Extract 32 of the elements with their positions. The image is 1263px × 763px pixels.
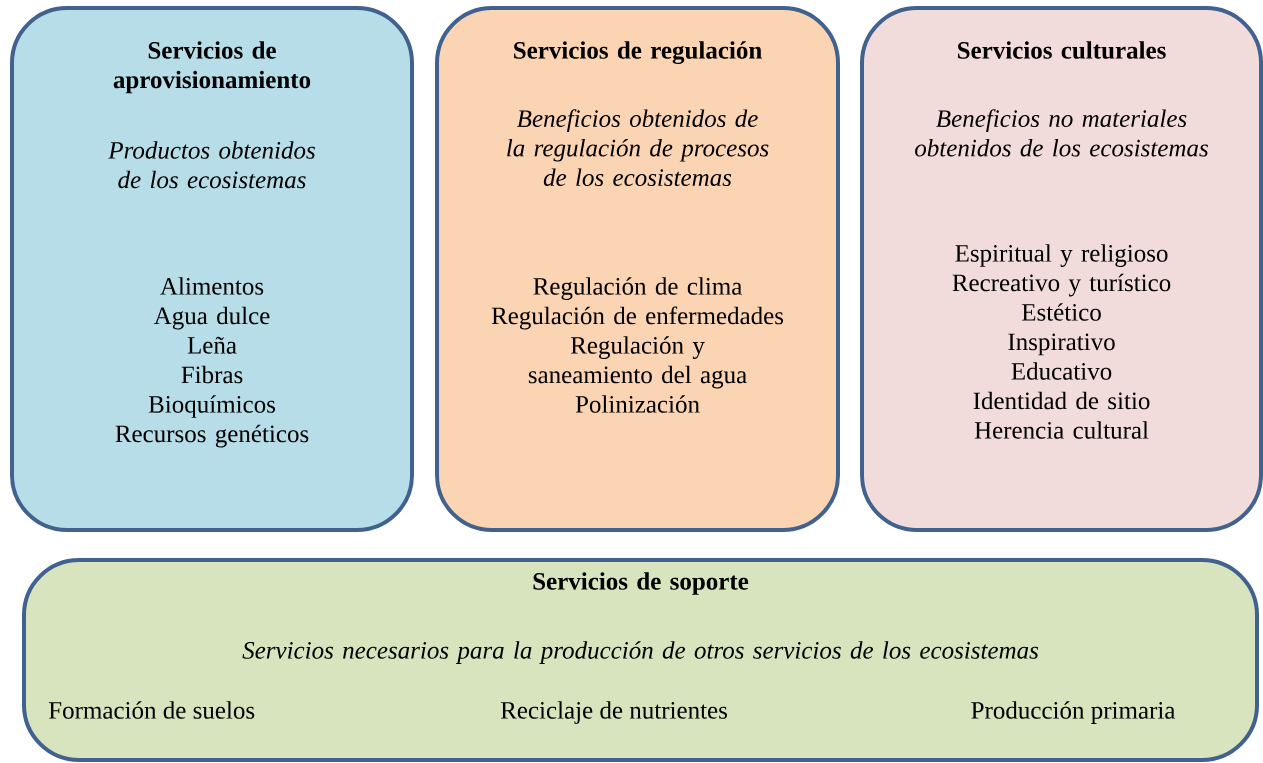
list-item: Herencia cultural xyxy=(974,421,1149,439)
list-item: Bioquímicos xyxy=(148,395,275,418)
box-heading: Servicios de soporte xyxy=(533,572,749,595)
service-box xyxy=(435,6,840,532)
list-item: Alimentos xyxy=(160,277,264,295)
list-item: Identidad de sitio xyxy=(973,391,1150,410)
box-description: Productos obtenidos de los ecosistemas xyxy=(108,141,315,189)
list-item: Estético xyxy=(1021,303,1101,321)
list-item: Recreativo y turístico xyxy=(952,273,1171,297)
box-description: Beneficios obtenidos de la regulación de procesos de los ecosistemas xyxy=(507,109,769,187)
box-heading: Servicios de regulación xyxy=(514,41,762,65)
list-item: Regulación de clima xyxy=(533,277,742,300)
list-item: Producción primaria xyxy=(971,701,1176,724)
service-box xyxy=(10,6,414,532)
list-item: Agua dulce xyxy=(153,306,270,330)
list-item: Educativo xyxy=(1011,362,1112,380)
list-item: Reciclaje de nutrientes xyxy=(500,701,727,724)
list-item: Polinización xyxy=(575,395,700,413)
service-box xyxy=(22,558,1259,762)
list-item: Formación de suelos xyxy=(48,701,255,719)
list-item: Recursos genéticos xyxy=(115,424,309,448)
service-box xyxy=(860,6,1263,532)
list-item: Inspirativo xyxy=(1008,333,1115,356)
box-heading: Servicios de aprovisionamiento xyxy=(113,41,311,94)
list-item: Leña xyxy=(187,336,237,354)
list-item: Fibras xyxy=(181,365,243,384)
box-heading: Servicios culturales xyxy=(958,41,1166,59)
list-item: Regulación de enfermedades xyxy=(491,306,784,330)
box-description: Beneficios no materiales obtenidos de los ecosistemas xyxy=(915,109,1208,157)
list-item: Espiritual y religioso xyxy=(955,244,1168,267)
box-description: Servicios necesarios para la producción de otros servicios de los ecosistemas xyxy=(242,641,1039,664)
list-item: Regulación y saneamiento del agua xyxy=(528,336,747,389)
